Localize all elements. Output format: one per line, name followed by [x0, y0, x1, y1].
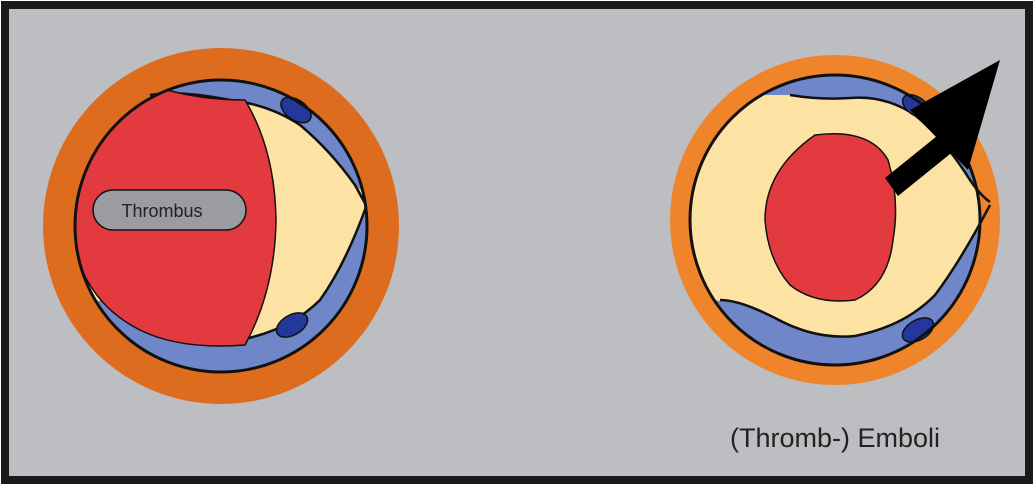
- emboli-label-text: (Thromb-) Emboli: [730, 423, 940, 453]
- thrombus-label-text: Thrombus: [121, 201, 202, 221]
- thrombus-label: Thrombus: [93, 190, 246, 230]
